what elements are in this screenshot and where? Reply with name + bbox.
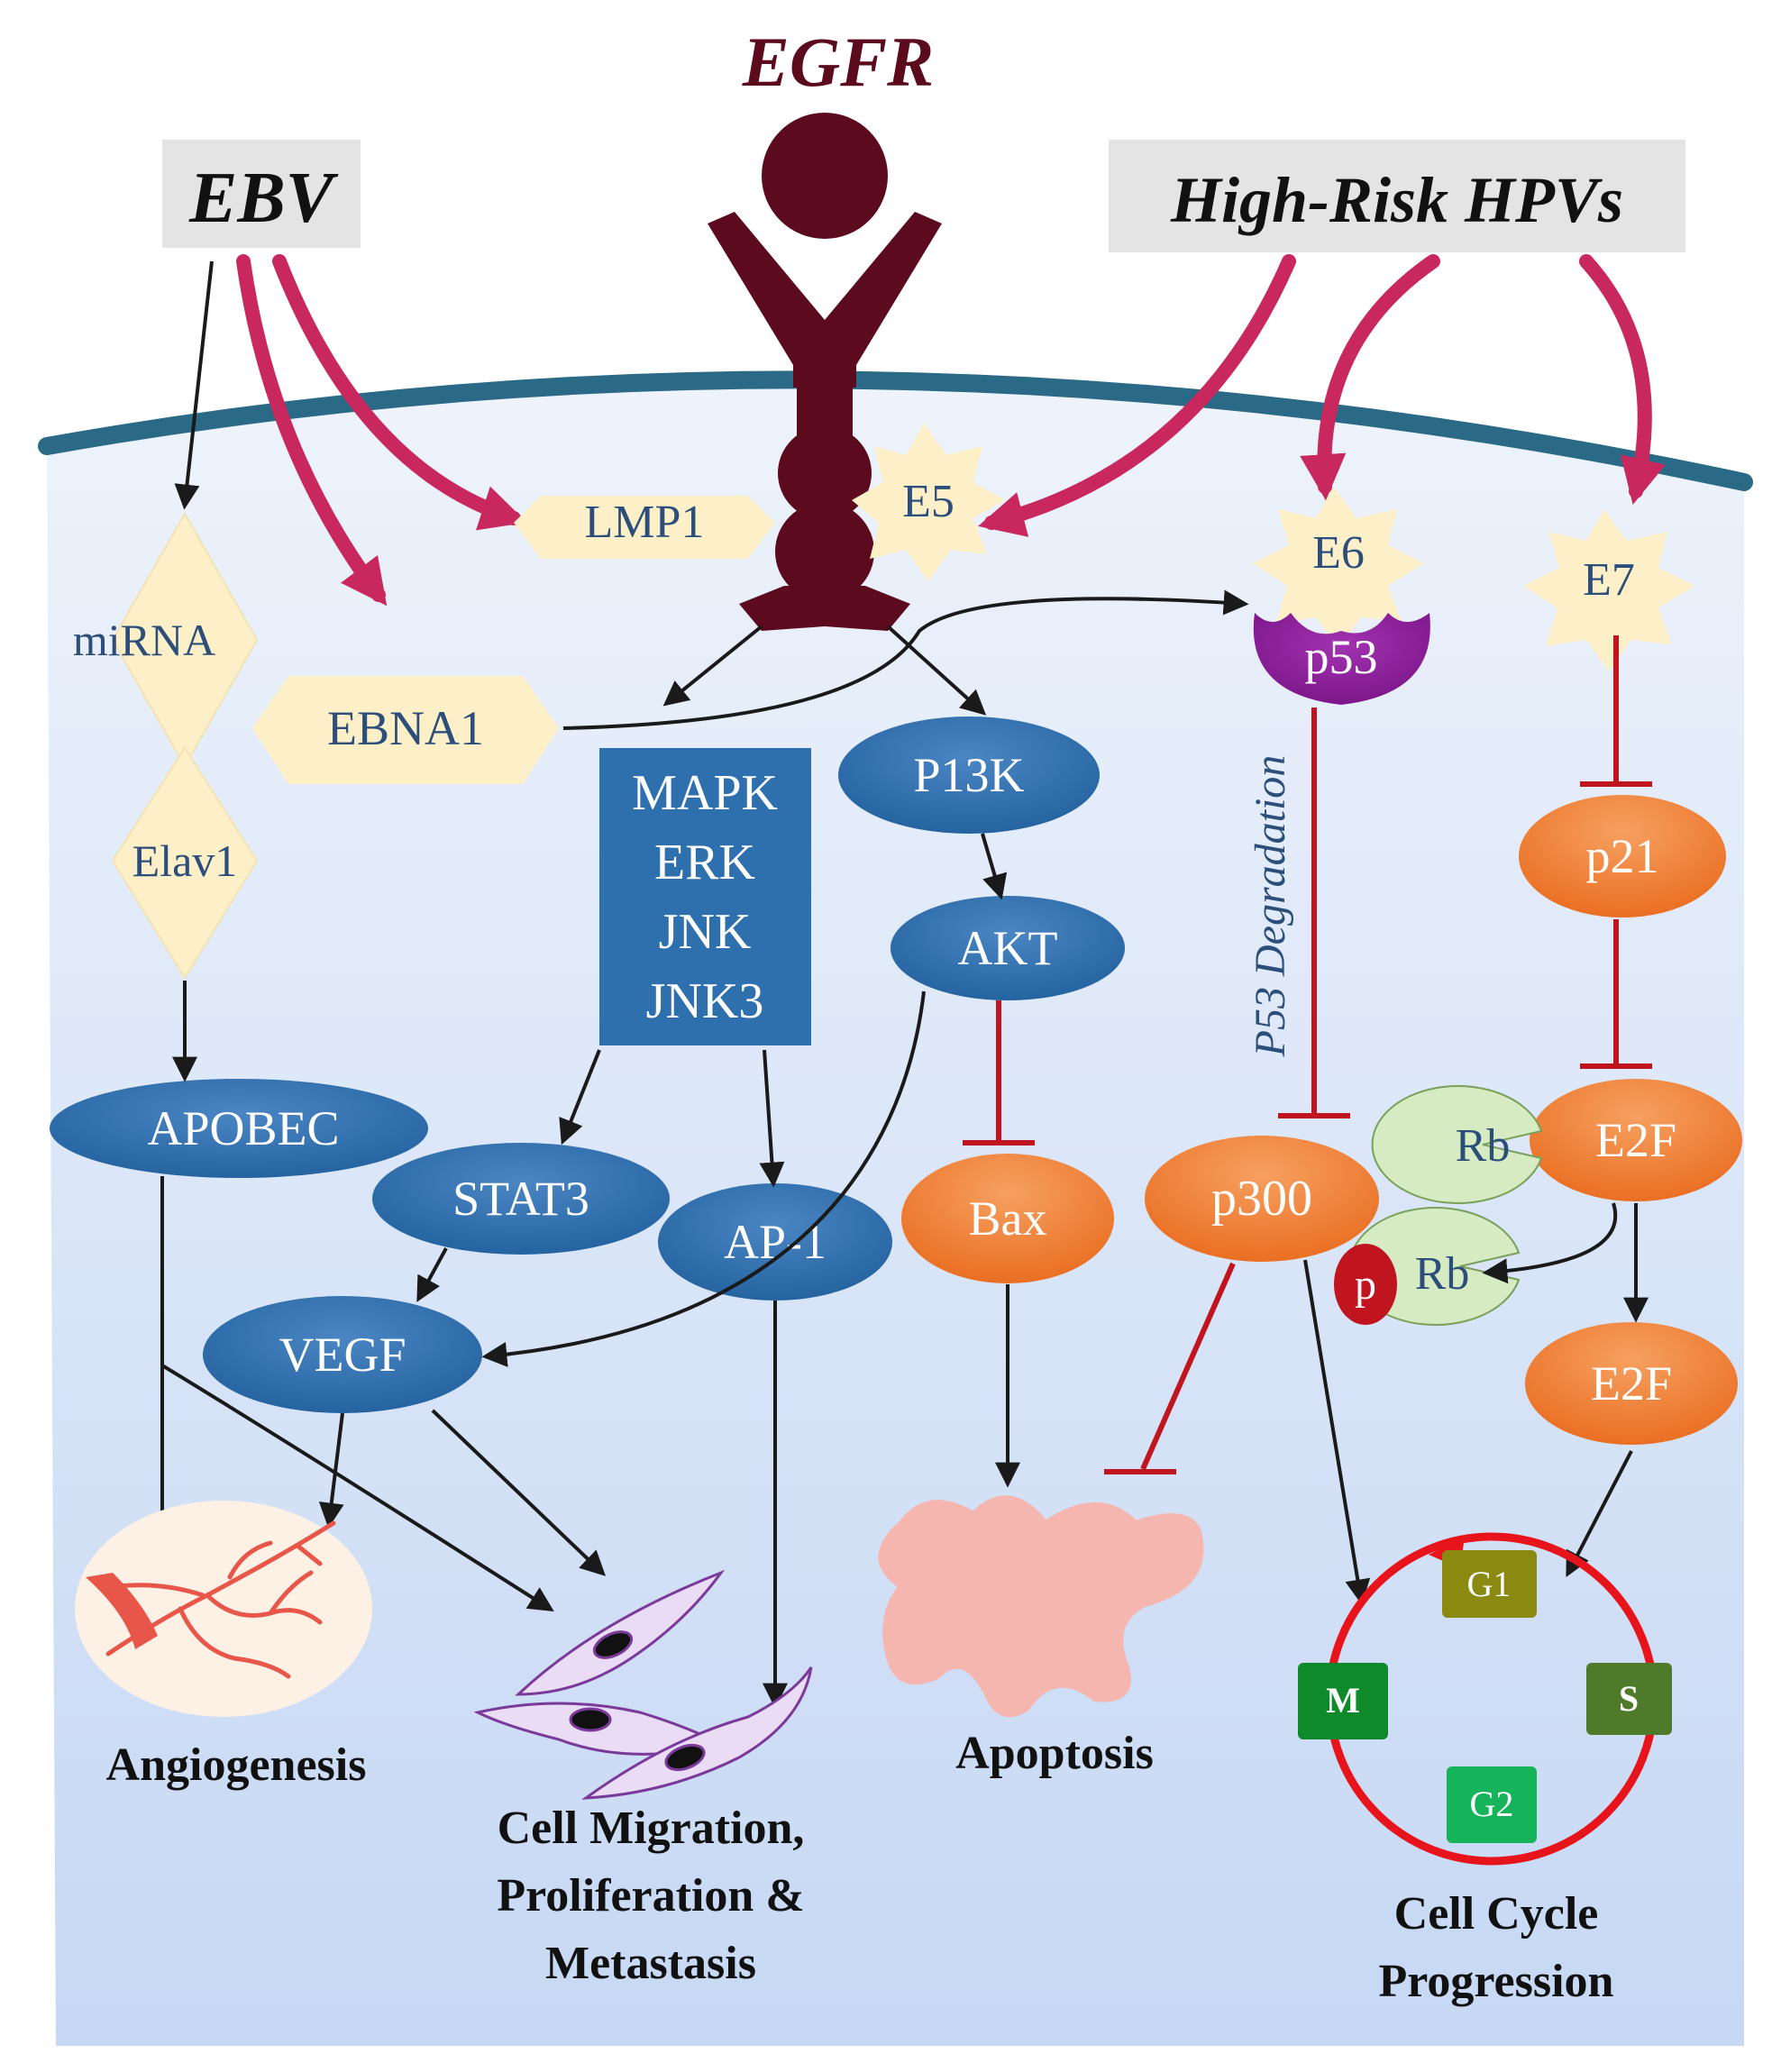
lmp1-label: LMP1 <box>585 497 705 548</box>
arrow-ebna1-p53 <box>562 589 1249 730</box>
ebna1-label: EBNA1 <box>327 701 484 755</box>
rb-label-2: Rb <box>1415 1248 1470 1300</box>
phase-g1 <box>1442 1550 1537 1618</box>
apobec-label: APOBEC <box>147 1101 339 1155</box>
p13k-label: P13K <box>913 748 1024 802</box>
mapk-text-group: MAPK ERK JNK JNK3 <box>632 765 778 1029</box>
lmp1-node <box>514 496 775 559</box>
migration-illustration <box>473 1569 813 1800</box>
vegf-node <box>203 1296 482 1413</box>
vegf-label: VEGF <box>279 1328 406 1382</box>
apobec-node <box>50 1079 428 1178</box>
cellcycle-label-line-1: Cell Cycle <box>1394 1888 1599 1940</box>
e6-label: E6 <box>1312 527 1365 579</box>
arrow-egfr-mapk <box>662 625 763 707</box>
egfr-receptor <box>708 113 942 631</box>
e2f-upper-label: E2F <box>1595 1113 1676 1167</box>
egfr-title: EGFR <box>742 23 934 101</box>
arrow-egfr-p13k <box>886 625 987 716</box>
angiogenesis-illustration <box>75 1501 372 1717</box>
akt-label: AKT <box>958 921 1058 975</box>
phase-m <box>1298 1663 1388 1739</box>
ap1-node <box>658 1183 892 1301</box>
phase-g2-label: G2 <box>1470 1784 1514 1824</box>
p53-node <box>1253 613 1430 705</box>
phospho-marker <box>1334 1244 1397 1325</box>
cellcycle-label-line-2: Progression <box>1379 1956 1614 2007</box>
phase-g2 <box>1447 1766 1537 1843</box>
cell-membrane <box>38 370 1753 491</box>
phase-m-label: M <box>1326 1680 1360 1721</box>
apoptosis-blob <box>878 1495 1204 1718</box>
p53-degradation-label: P53 Degradation <box>1247 755 1294 1058</box>
p300-node <box>1145 1136 1379 1262</box>
hpv-label: High-Risk HPVs <box>1170 164 1623 236</box>
e2f-lower-node <box>1525 1322 1738 1445</box>
akt-node <box>891 896 1125 1000</box>
mirna-label: miRNA <box>73 615 215 665</box>
migration-label: Cell Migration, Proliferation & Metastas… <box>497 1803 804 1989</box>
e7-label: E7 <box>1583 554 1635 606</box>
e2f-lower-label: E2F <box>1591 1356 1672 1410</box>
bax-label: Bax <box>969 1191 1047 1246</box>
ebv-box <box>162 140 361 248</box>
e5-node <box>852 424 1005 581</box>
elav1-label: Elav1 <box>132 835 238 886</box>
rb-node-1 <box>1371 1085 1543 1204</box>
angiogenesis-label: Angiogenesis <box>106 1739 367 1791</box>
arrow-ebv-mirna <box>174 260 214 510</box>
p300-label: p300 <box>1211 1171 1312 1227</box>
hpv-box <box>1109 140 1685 252</box>
cell-interior <box>47 379 1744 2046</box>
mapk-line-2: ERK <box>654 835 755 890</box>
phospho-marker-label: p <box>1355 1261 1376 1309</box>
e6-node <box>1253 487 1424 649</box>
p13k-node <box>838 717 1100 834</box>
viral-arrows <box>236 254 1666 607</box>
migration-label-line-2: Proliferation & <box>497 1870 804 1921</box>
inhibition-lines <box>963 635 1652 1474</box>
bax-node <box>901 1154 1114 1283</box>
p21-label: p21 <box>1586 829 1659 883</box>
mapk-line-1: MAPK <box>632 765 778 821</box>
migration-label-line-3: Metastasis <box>545 1938 756 1989</box>
mapk-line-4: JNK3 <box>646 973 764 1029</box>
stat3-label: STAT3 <box>452 1172 589 1226</box>
p21-node <box>1519 795 1726 917</box>
mapk-line-3: JNK <box>659 904 752 960</box>
p53-label: p53 <box>1305 630 1378 684</box>
phase-s-label: S <box>1619 1678 1639 1719</box>
apoptosis-label: Apoptosis <box>955 1728 1154 1779</box>
e7-node <box>1523 509 1694 671</box>
phase-s <box>1586 1663 1672 1735</box>
phase-g1-label: G1 <box>1467 1564 1512 1604</box>
rb-label-1: Rb <box>1456 1120 1511 1172</box>
mapk-box <box>599 748 811 1045</box>
ebna1-node <box>252 676 559 784</box>
e2f-upper-node <box>1530 1079 1742 1201</box>
stat3-node <box>372 1143 670 1255</box>
migration-label-line-1: Cell Migration, <box>498 1803 805 1854</box>
cellcycle-label: Cell Cycle Progression <box>1379 1888 1614 2007</box>
elav1-node <box>111 746 259 980</box>
ebv-label: EBV <box>188 159 339 238</box>
e5-label: E5 <box>902 476 955 527</box>
